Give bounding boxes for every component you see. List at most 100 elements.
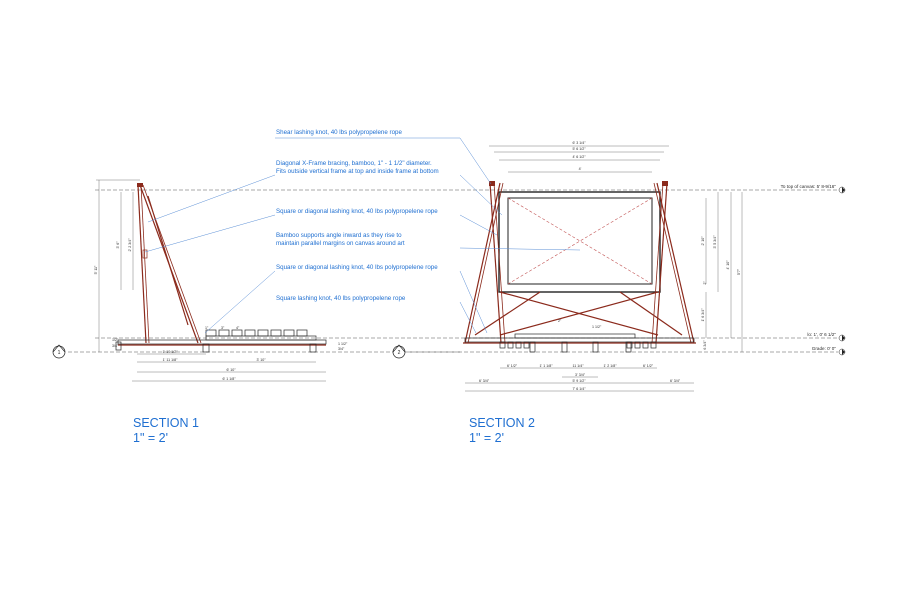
section-1-name: SECTION 1 <box>133 416 199 430</box>
level-label-top: To top of canvas: 5' 8-9/16" <box>781 184 837 189</box>
s1-dim-small-3: 1 1/2" <box>338 342 348 346</box>
s2-dim-top-width: 6' 3 1/4" <box>573 141 587 145</box>
s2-right-inner-leg-edge <box>651 182 664 344</box>
s1-vertical-pole-edge <box>140 184 150 344</box>
s2-dim-small-2: 2" <box>558 319 562 323</box>
s1-dim-overall-depth: 6' 1 1/8" <box>223 377 237 381</box>
s2-dim-small-1: 2" <box>703 281 707 285</box>
s2-right-inner-leg <box>655 182 668 344</box>
s2-frame-outer <box>498 191 661 293</box>
s1-foot-right <box>309 343 317 353</box>
section-1-title: SECTION 1 1" = 2' <box>133 416 199 445</box>
s1-dim-upper-height: 3' 6" <box>116 241 120 249</box>
s2-post-d <box>625 341 632 353</box>
level-label-lo: lo: 1', 0' 6 1/2" <box>807 332 836 337</box>
s2-dim-canvas-width: 4' <box>579 167 582 171</box>
s1-diagonal-brace-inner <box>147 195 189 326</box>
s1-foot-back <box>115 341 122 351</box>
s2-right-outer-leg-edge <box>653 182 692 344</box>
s2-base-beam <box>464 337 695 343</box>
s2-post-b <box>561 341 568 353</box>
leader-bamboo-supports <box>459 247 581 251</box>
section-1-scale: 1" = 2' <box>133 431 168 445</box>
note-square-diag-knot-1: Square or diagonal lashing knot, 40 lbs … <box>276 208 438 215</box>
annotation-leaders <box>144 137 581 334</box>
leader-shear <box>459 137 492 185</box>
s1-dim-base-left: 1' 10 1/2" <box>163 350 179 354</box>
leader-square-diag-1-right <box>459 214 498 236</box>
leader-xframe <box>147 174 276 223</box>
s2-dim-base-d: 1' 2 1/8" <box>604 364 618 368</box>
section-marker-1-label: 1 <box>58 350 61 356</box>
section-2-name: SECTION 2 <box>469 416 535 430</box>
s2-dim-small-3: 1 1/2" <box>592 325 602 329</box>
note-square-knot: Square lashing knot, 40 lbs polypropelen… <box>276 295 406 302</box>
s2-top-knot-right <box>662 181 668 186</box>
s2-lower-brace-c <box>474 291 541 336</box>
section-2-drawing <box>463 181 696 353</box>
note-square-diag-knot-2: Square or diagonal lashing knot, 40 lbs … <box>276 264 438 271</box>
s1-dim-base-total: 6' 10" <box>227 368 237 372</box>
section-2-title: SECTION 2 1" = 2' <box>469 416 535 445</box>
note-xframe-line1: Diagonal X-Frame bracing, bamboo, 1" - 1… <box>276 160 432 167</box>
section-2-scale: 1" = 2' <box>469 431 504 445</box>
s2-right-outer-leg <box>656 182 695 344</box>
level-marker-top <box>838 186 846 194</box>
s2-left-inner-leg <box>489 182 502 344</box>
s2-dim-frame-height: 3' 5 3/4" <box>713 235 717 249</box>
s2-post-a <box>529 341 536 353</box>
leader-square-diag-2 <box>204 270 276 334</box>
s2-dim-right-total-b: 5'7" <box>737 268 741 275</box>
s2-dim-canvas-height: 2' 10" <box>701 236 705 246</box>
s2-dim-left-foot: 6' 3/4" <box>479 379 490 383</box>
s2-post-c <box>592 341 599 353</box>
s2-dim-base-e: 6' 1/2" <box>643 364 654 368</box>
s1-foot-left <box>202 343 210 353</box>
s2-lower-brace-b <box>499 291 659 336</box>
s2-dim-base-height: 6 3/4" <box>703 340 707 350</box>
s2-canvas <box>507 197 653 285</box>
s2-dim-frame-outer: 5' 6 1/2" <box>573 147 587 151</box>
s1-dim-small-2: 3/4" <box>112 344 119 348</box>
s2-dim-lower-gap: 1' 6 3/4" <box>701 308 705 322</box>
s1-dim-deck: 3' 10" <box>257 358 267 362</box>
s2-dim-base-b: 1' 1 1/8" <box>540 364 554 368</box>
s1-dim-frame-height: 2' 2 3/4" <box>128 238 132 252</box>
s2-x-brace-b <box>507 197 653 285</box>
note-bamboo-supports-line1: Bamboo supports angle inward as they ris… <box>276 232 402 239</box>
leader-square-knot <box>459 301 477 334</box>
section-marker-1: 1 <box>52 344 66 359</box>
leader-square-diag-2-right <box>459 270 488 334</box>
s2-dim-footprint-inner: 5' 9 1/2" <box>573 379 587 383</box>
section-1-drawing <box>115 183 327 353</box>
s2-left-outer-leg <box>464 182 501 344</box>
leader-square-diag-1 <box>144 214 276 253</box>
level-lines: To top of canvas: 5' 8-9/16" lo: 1', 0' … <box>68 184 846 356</box>
note-bamboo-supports-line2: maintain parallel margins on canvas arou… <box>276 240 405 247</box>
s2-lower-brace-d <box>619 291 683 336</box>
s1-post-dim-a: 1" <box>205 326 209 330</box>
s2-dim-base-c: 11 1/4" <box>572 364 584 368</box>
annotations: Shear lashing knot, 40 lbs polypropelene… <box>276 129 439 302</box>
s1-dim-overall-height: 5' 11" <box>94 265 98 274</box>
note-shear-knot: Shear lashing knot, 40 lbs polypropelene… <box>276 129 402 136</box>
s2-dim-right-foot: 6' 3/4" <box>670 379 681 383</box>
note-xframe-line2: Fits outside vertical frame at top and i… <box>276 168 439 175</box>
s1-post-dim-b: 3" <box>221 326 225 330</box>
s2-dim-right-total-a: 4' 10" <box>726 260 730 270</box>
s1-deck-slats <box>205 329 308 337</box>
s1-dim-small-4: 3/4" <box>338 347 345 351</box>
s1-dim-base-mid: 1' 11 1/8" <box>163 358 178 362</box>
s1-post-dim-c: 4" <box>236 326 240 330</box>
section-marker-2-label: 2 <box>398 350 401 356</box>
s2-dim-base-a: 6' 1/2" <box>507 364 518 368</box>
s2-dim-deck-total: 3' 3/4" <box>575 373 586 377</box>
s2-x-brace-a <box>507 197 653 285</box>
s1-mid-knot <box>142 249 148 259</box>
s2-dim-frame-inner: 4' 6 1/2" <box>573 155 587 159</box>
level-marker-lo <box>838 334 846 342</box>
section-1-dimensions: 5' 11" 3' 6" 2' 2 3/4" 1/2" 3/4" 1 1/2" … <box>94 179 348 382</box>
s1-dim-small-1: 1/2" <box>112 338 119 342</box>
s2-deck-top <box>514 333 636 339</box>
